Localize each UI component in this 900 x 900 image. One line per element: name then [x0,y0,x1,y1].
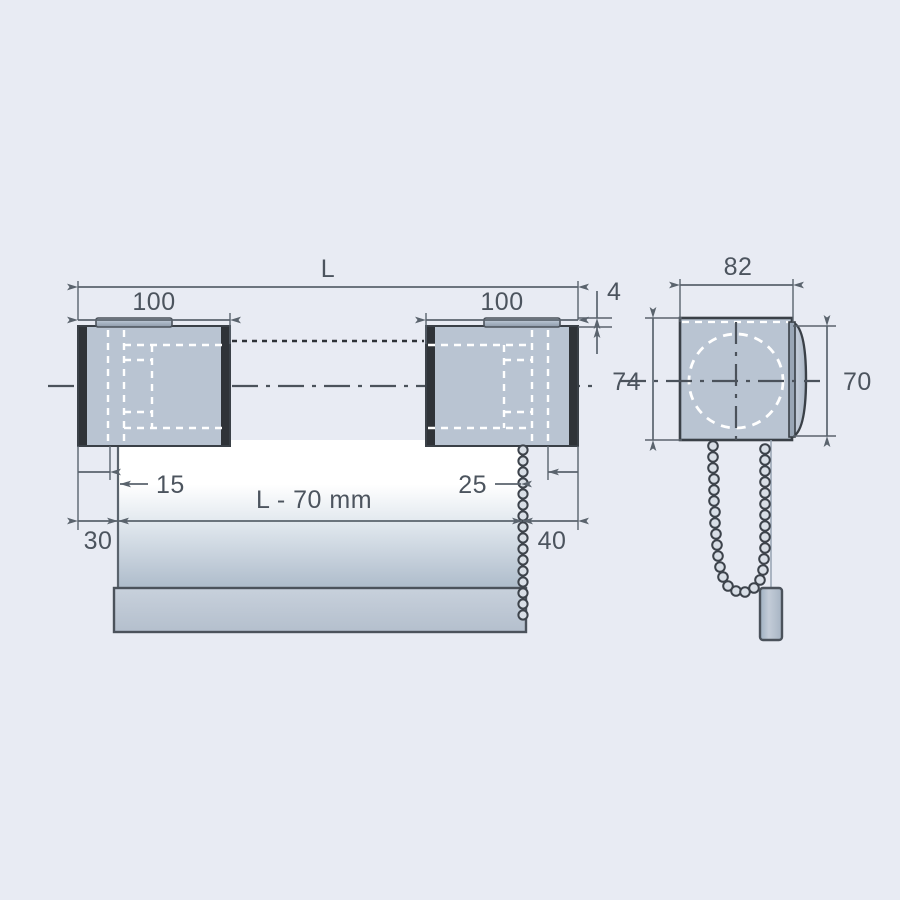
dim-30-label: 30 [84,527,113,555]
dim-30: 30 [67,517,129,555]
dim-15-label: 15 [156,471,185,499]
dim-40-label: 40 [538,527,567,555]
side-chain-loop [707,440,771,598]
right-bracket-inner-edge [426,326,435,446]
dim-25-label: 25 [458,471,487,499]
dim-L70-label: L - 70 mm [256,486,372,514]
left-bracket [77,317,231,447]
front-view-group: L 100 100 4 15 25 [48,255,621,634]
dim-overall-length: L [67,255,589,320]
dim-left-bracket-100: 100 [67,288,241,344]
blind-fabric [118,440,522,588]
dim-right-bracket-100: 100 [415,288,589,344]
dim-4-label: 4 [607,278,621,306]
dim-left-inner-tick [78,446,121,480]
dim-40: 40 [512,517,589,555]
side-cap-seam [788,321,796,438]
dim-fabric-width: L - 70 mm [107,486,533,525]
left-bracket-edge [78,326,87,446]
dim-15: 15 [120,471,185,499]
dim-82-label: 82 [724,253,753,281]
right-bracket-edge [569,326,578,446]
dim-70-label: 70 [843,368,872,396]
dim-74: 74 [612,307,682,451]
bottom-bar [112,586,528,634]
side-view-group: 82 74 70 [612,253,872,642]
dim-strip-thickness-4: 4 [578,278,621,354]
left-bracket-hidden-lines [106,330,228,443]
right-bracket-hidden-lines [428,330,550,443]
dim-L-label: L [321,255,335,283]
dim-25: 25 [458,471,532,499]
dim-70: 70 [793,315,872,447]
right-bracket-body [426,326,578,446]
dim-74-label: 74 [612,368,641,396]
dim-82: 82 [669,253,804,322]
right-bracket [425,317,579,447]
cord-weight [758,586,784,642]
left-bracket-inner-edge [221,326,230,446]
front-chain [517,444,529,621]
dim-100-left-label: 100 [132,288,175,316]
dim-100-right-label: 100 [480,288,523,316]
dim-right-inner-tick [547,446,578,480]
